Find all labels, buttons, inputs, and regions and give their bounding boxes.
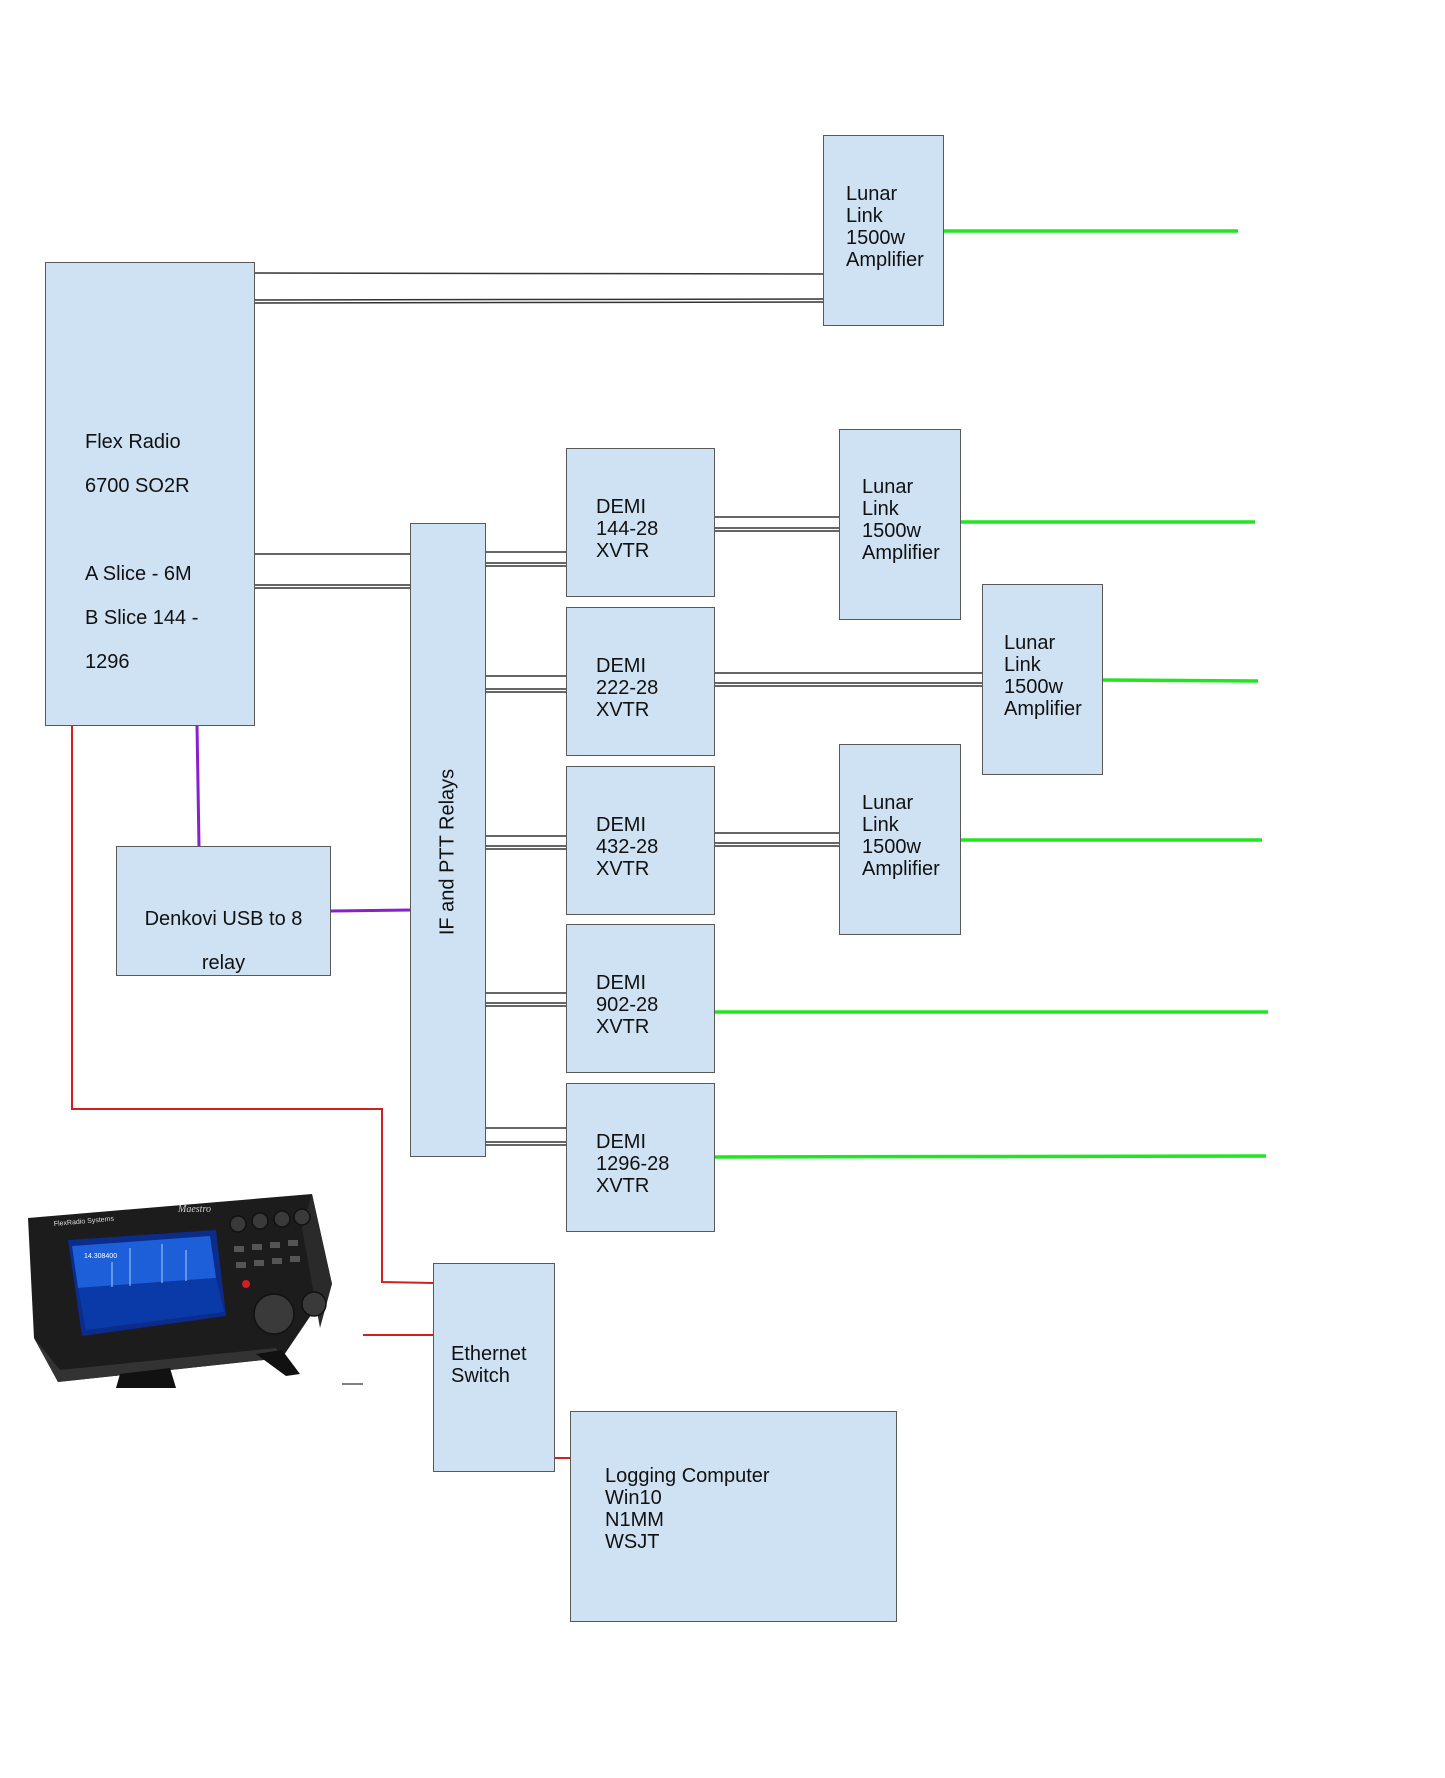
logging-computer-box — [570, 1411, 897, 1622]
flex-radio-line3: A Slice - 6M — [85, 563, 192, 585]
transverter-box-902 — [566, 924, 715, 1073]
ethernet-cables — [71, 726, 571, 1459]
if-cables — [254, 272, 983, 1146]
spectrum-peaks — [111, 1244, 187, 1287]
transverter-label-1296: DEMI 1296-28 XVTR — [596, 1131, 670, 1197]
transverter-label-222: DEMI 222-28 XVTR — [596, 655, 659, 721]
ethernet-switch-box — [433, 1263, 555, 1472]
logging-computer-label: Logging Computer Win10 N1MM WSJT — [605, 1465, 770, 1553]
transverter-label-144: DEMI 144-28 XVTR — [596, 496, 659, 562]
flex-radio-line2: 6700 SO2R — [85, 475, 190, 497]
antenna-feed-lines — [713, 229, 1268, 1159]
amplifier-box-3 — [982, 584, 1103, 775]
maestro-model-text: Maestro — [177, 1204, 211, 1215]
maestro-knobs — [229, 1208, 327, 1335]
transverter-label-902: DEMI 902-28 XVTR — [596, 972, 659, 1038]
amplifier-label-2: Lunar Link 1500w Amplifier — [862, 476, 940, 564]
flex-radio-box — [45, 262, 255, 726]
flex-radio-label: Flex Radio 6700 SO2R A Slice - 6M B Slic… — [85, 409, 198, 695]
if-ptt-relays-box — [410, 523, 486, 1157]
flex-radio-line1: Flex Radio — [85, 431, 181, 453]
flexradio-maestro-console-icon: 14.308400 FlexRadio Systems Maestro — [28, 1194, 332, 1388]
amplifier-box-2 — [839, 429, 961, 620]
transverter-box-144 — [566, 448, 715, 597]
ethernet-switch-label: Ethernet Switch — [451, 1343, 527, 1387]
transverter-box-222 — [566, 607, 715, 756]
denkovi-relay-label: Denkovi USB to 8 relay — [116, 886, 331, 996]
transverter-box-432 — [566, 766, 715, 915]
amplifier-label-3: Lunar Link 1500w Amplifier — [1004, 632, 1082, 720]
if-ptt-relays-label: IF and PTT Relays — [436, 768, 459, 936]
transverter-box-1296 — [566, 1083, 715, 1232]
maestro-buttons — [234, 1240, 300, 1268]
denkovi-line1: Denkovi USB to 8 — [144, 908, 303, 930]
usb-control-cables — [195, 724, 412, 913]
denkovi-relay-box — [116, 846, 331, 976]
maestro-freq-text: 14.308400 — [84, 1253, 117, 1260]
transverter-label-432: DEMI 432-28 XVTR — [596, 814, 659, 880]
flex-radio-line4: B Slice 144 - — [85, 607, 199, 629]
flex-radio-line5: 1296 — [85, 651, 130, 673]
denkovi-line2: relay — [201, 952, 246, 974]
amplifier-label-4: Lunar Link 1500w Amplifier — [862, 792, 940, 880]
amplifier-box-4 — [839, 744, 961, 935]
amplifier-label-1: Lunar Link 1500w Amplifier — [846, 183, 924, 271]
amplifier-box-1 — [823, 135, 944, 326]
